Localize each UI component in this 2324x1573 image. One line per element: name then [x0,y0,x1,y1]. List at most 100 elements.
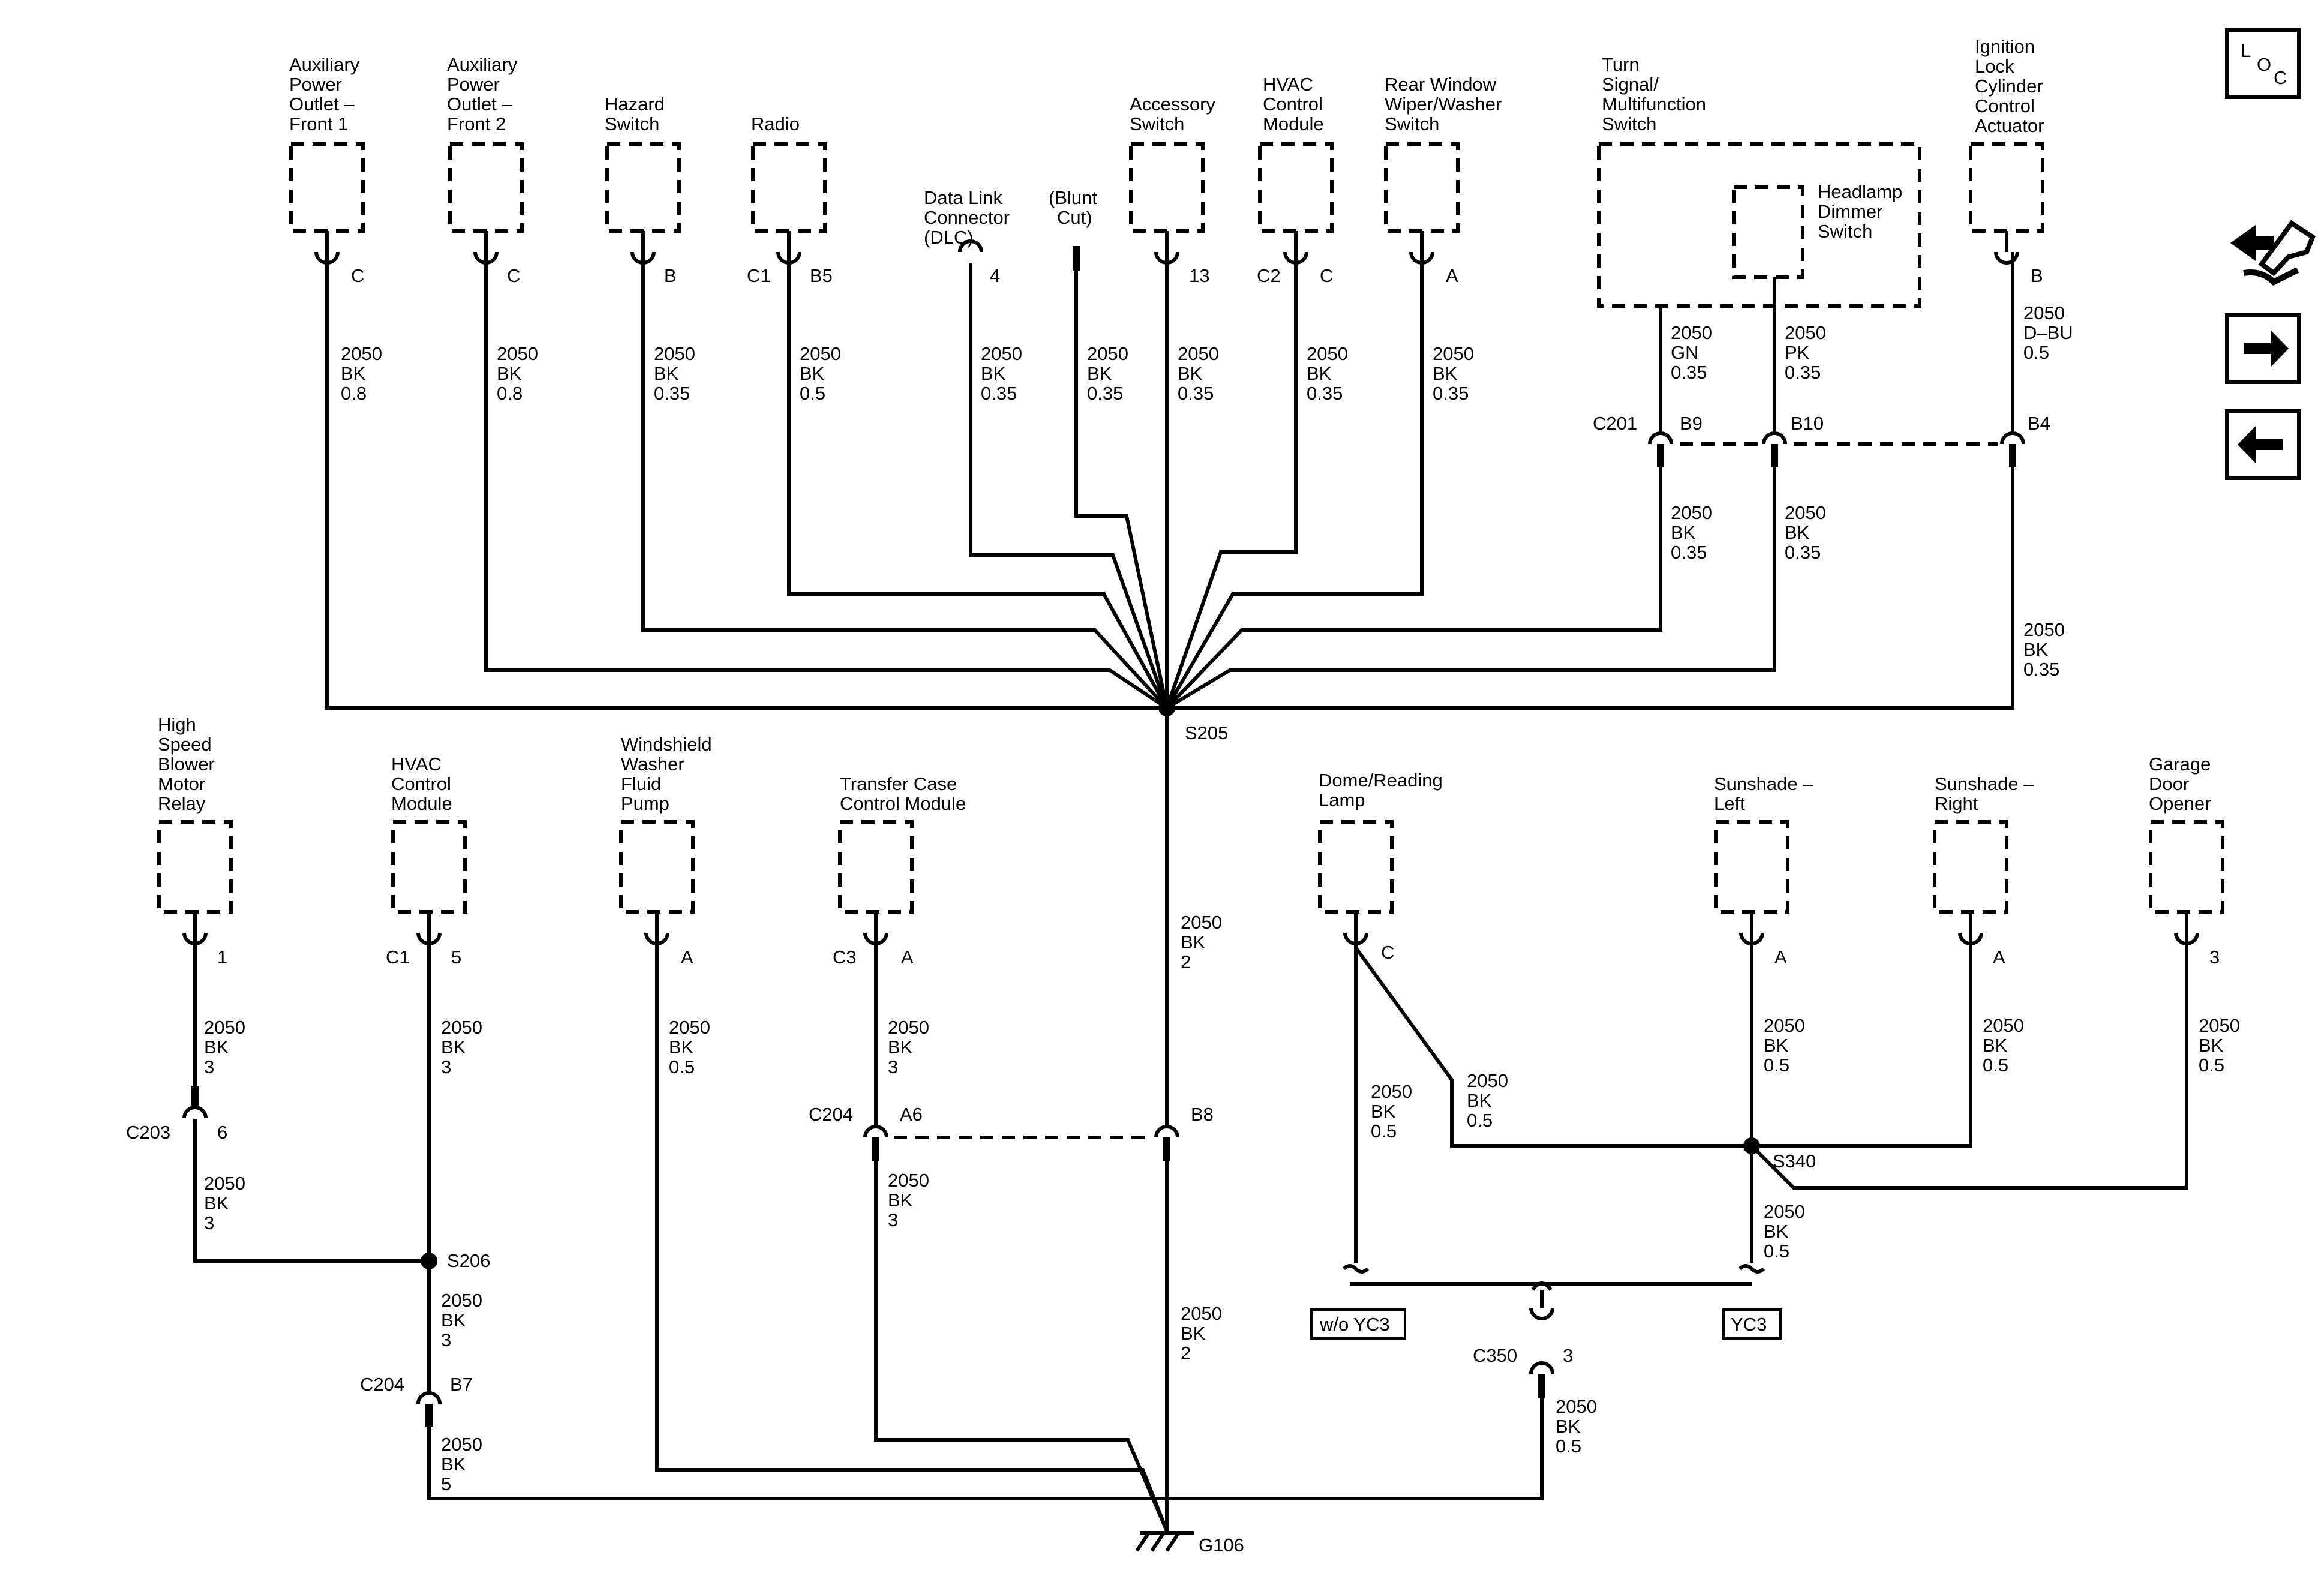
pin-label: C2 [1257,265,1281,286]
loc-letter-c: C [2274,67,2287,88]
c350-pin-3: 3 [1563,1345,1573,1366]
pin-label: 13 [1189,265,1209,286]
pin-label: A [681,947,693,968]
pin-label: 3 [2209,947,2220,968]
c201-pin-b4: B4 [2028,413,2050,434]
pin-label: 5 [451,947,461,968]
sunshade-right-label: Sunshade –Right [1935,773,2034,814]
c204-label: C204 [809,1104,853,1125]
top-wires [325,252,2014,710]
sunshade-left-label: Sunshade –Left [1714,773,1813,814]
pin-label: B [2031,265,2043,286]
c204-connector-a6-b8: C204 A6 B8 [809,1104,1214,1161]
previous-page-arrow-icon[interactable] [2225,409,2301,480]
s340-splice: S340 [1743,1137,1816,1172]
s206-splice: S206 [421,1250,490,1271]
c201-connector: C201 B9 B10 B4 [1593,413,2050,467]
loc-letter-l: L [2241,40,2251,61]
loc-button[interactable]: L O C [2225,28,2301,99]
c350-connector: C350 3 [1473,1307,1573,1398]
pin-label: C [1320,265,1333,286]
next-page-arrow-icon[interactable] [2225,313,2301,384]
bottom-wires [193,708,2188,1532]
c201-pin-b10: B10 [1791,413,1824,434]
c203-connector: C203 6 [126,1086,227,1143]
loc-letter-o: O [2257,54,2271,75]
c203-label: C203 [126,1122,170,1143]
pin-label: A [1446,265,1458,286]
pin-label: B [664,265,677,286]
c204-pin-b8: B8 [1191,1104,1214,1125]
s205-splice: S205 [1158,700,1228,743]
radio-label: Radio [751,113,800,134]
connector-tool-icon[interactable] [2230,220,2316,286]
s340-label: S340 [1773,1151,1816,1172]
pin-label: C1 [747,265,771,286]
s206-label: S206 [447,1250,490,1271]
c201-label: C201 [1593,413,1637,434]
option-without-yc3: w/o YC3 [1319,1314,1390,1335]
pin-label: C [507,265,520,286]
pin-label: 1 [217,947,227,968]
s205-label: S205 [1185,722,1228,743]
pin-label: C [351,265,364,286]
c350-label: C350 [1473,1345,1517,1366]
c203-pin-6: 6 [217,1122,227,1143]
c204-pin-a6: A6 [900,1104,923,1125]
bottom-component-boxes [157,820,2224,914]
pin-label: B5 [810,265,833,286]
option-yc3: YC3 [1731,1314,1767,1335]
pin-label: A [901,947,914,968]
c201-pin-b9: B9 [1680,413,1703,434]
top-pin-labels: C C B C1 B5 4 13 C2 C A B [351,265,2043,286]
pin-label: A [1993,947,2005,968]
option-breaks: w/o YC3 YC3 [1310,1264,1782,1340]
pin-label: C [1381,942,1394,963]
c204-pin-b7: B7 [450,1374,473,1395]
pin-label: C1 [386,947,410,968]
pin-label: 4 [990,265,1000,286]
